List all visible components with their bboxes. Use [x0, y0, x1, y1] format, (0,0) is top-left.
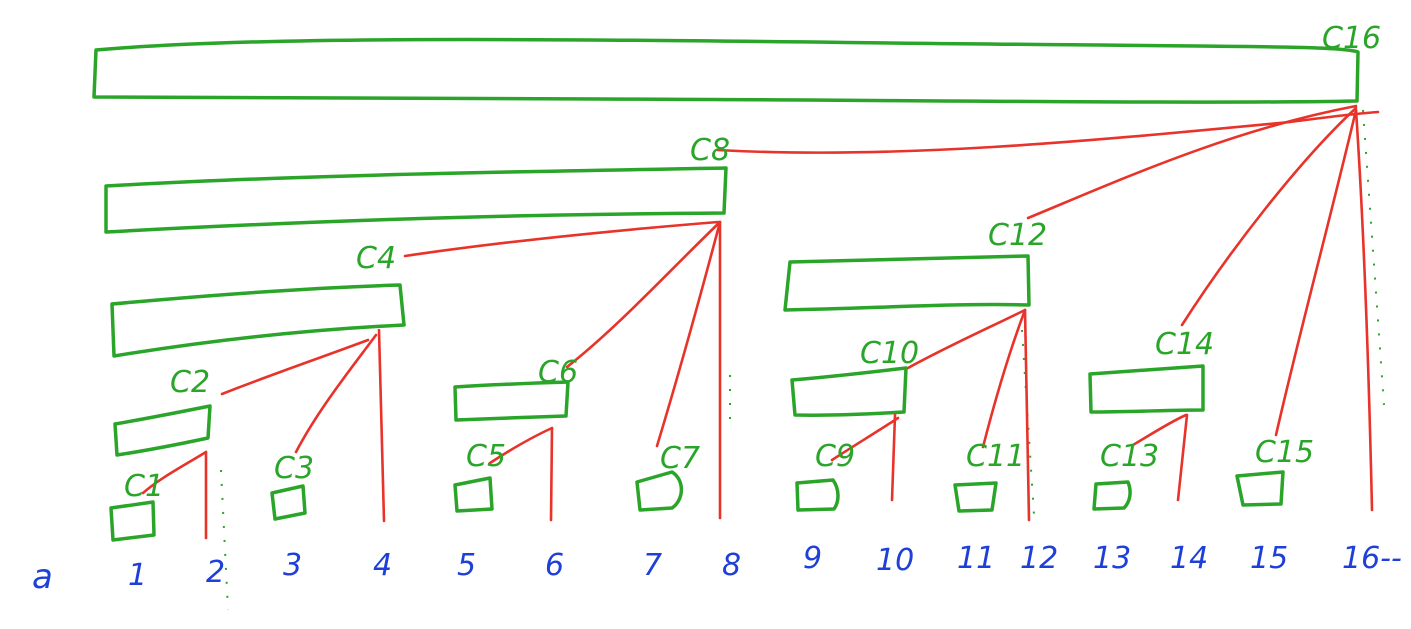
node-box-c13 — [1092, 480, 1132, 511]
edge-c8-c16 — [715, 110, 1380, 154]
edge-c15-c16 — [1274, 108, 1358, 437]
index-label-14: 14 — [1170, 541, 1208, 576]
edge-c4-vertical — [377, 328, 386, 523]
index-label-10: 10 — [876, 543, 914, 578]
node-label-c13: C13 — [1100, 439, 1159, 474]
edge-c10-vertical — [890, 413, 897, 502]
edge-c14-vertical — [1176, 413, 1189, 502]
guide-dots-2 — [220, 469, 229, 611]
edge-c6-vertical — [549, 426, 554, 522]
node-box-c2 — [113, 404, 212, 457]
edge-c6-c8 — [565, 220, 722, 369]
index-label-7: 7 — [643, 548, 662, 583]
edge-c12-c16 — [1026, 104, 1358, 220]
edge-c3-c4 — [294, 333, 378, 454]
node-box-c8 — [104, 166, 728, 234]
edge-c12-vertical — [1023, 308, 1031, 522]
node-label-c6: C6 — [538, 355, 578, 390]
edge-c11-c12 — [981, 308, 1027, 449]
node-box-c5 — [453, 476, 494, 513]
node-box-c12 — [783, 254, 1031, 312]
edge-c10-c12 — [906, 308, 1027, 370]
edge-c13-c14 — [1131, 413, 1188, 447]
node-label-c4: C4 — [356, 241, 396, 276]
node-label-c3: C3 — [274, 451, 314, 486]
node-box-c10 — [790, 366, 908, 418]
node-label-c5: C5 — [466, 439, 506, 474]
node-label-c10: C10 — [860, 336, 919, 371]
edge-c7-c8 — [655, 220, 722, 448]
guide-dots-16 — [1362, 109, 1385, 406]
node-box-c11 — [953, 481, 998, 513]
edge-c9-c10 — [830, 416, 900, 462]
node-label-c16: C16 — [1322, 21, 1381, 56]
index-label-9: 9 — [803, 541, 822, 576]
index-label-4: 4 — [373, 548, 392, 583]
node-box-c9 — [795, 478, 840, 512]
node-label-c9: C9 — [815, 439, 855, 474]
index-label-1: 1 — [128, 558, 147, 593]
node-box-c4 — [110, 283, 406, 358]
index-label-12: 12 — [1020, 541, 1058, 576]
index-label-11: 11 — [957, 541, 995, 576]
guide-dots-12 — [1021, 329, 1035, 516]
index-label-8: 8 — [722, 548, 741, 583]
edge-c1-c2 — [141, 450, 208, 495]
edge-c16-vertical — [1354, 108, 1374, 512]
node-label-c2: C2 — [170, 365, 210, 400]
node-box-c16 — [92, 37, 1360, 104]
node-box-c6 — [453, 380, 570, 422]
node-label-c12: C12 — [988, 218, 1047, 253]
edge-c5-c6 — [488, 426, 554, 465]
node-label-c7: C7 — [660, 441, 700, 476]
index-label-3: 3 — [283, 548, 302, 583]
index-label-15: 15 — [1250, 541, 1288, 576]
node-label-c8: C8 — [690, 133, 730, 168]
edge-c14-c16 — [1180, 106, 1358, 327]
index-label-5: 5 — [457, 548, 476, 583]
edge-c2-c4 — [220, 338, 370, 396]
edge-c4-c8 — [403, 220, 720, 258]
node-box-c14 — [1088, 364, 1205, 414]
node-label-c1: C1 — [124, 469, 164, 504]
node-box-c15 — [1235, 470, 1285, 507]
array-label: a — [32, 557, 53, 597]
node-label-c11: C11 — [966, 439, 1025, 474]
node-box-c7 — [635, 470, 684, 512]
index-label-6: 6 — [545, 548, 564, 583]
index-label-16: 16-- — [1342, 541, 1402, 576]
node-box-c3 — [270, 484, 307, 521]
node-label-c14: C14 — [1155, 327, 1214, 362]
node-label-c15: C15 — [1255, 435, 1314, 470]
index-label-13: 13 — [1093, 541, 1131, 576]
node-box-c1 — [109, 500, 156, 542]
index-label-2: 2 — [206, 555, 225, 590]
